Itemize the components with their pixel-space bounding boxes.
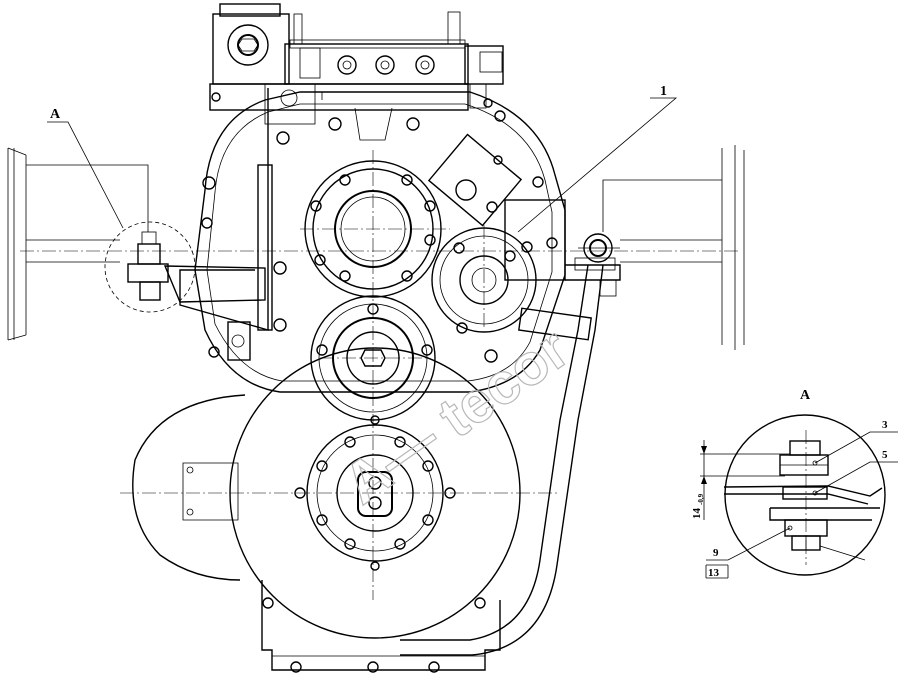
label-view-a-title: A <box>800 388 811 403</box>
label-part-3: 3 <box>882 419 888 431</box>
mounting-bracket <box>179 88 420 332</box>
flywheel-housing <box>132 347 521 639</box>
dimension-label: 14 -0,9 <box>691 493 705 519</box>
bottom-base <box>261 580 501 673</box>
lower-shaft-flange <box>227 295 436 421</box>
oil-tube <box>400 233 620 656</box>
control-valve-block <box>209 3 504 125</box>
watermark: A— tecor <box>332 316 580 517</box>
leader-lines <box>47 97 678 233</box>
dimension-value: 14 <box>691 508 703 520</box>
right-mount <box>565 264 621 297</box>
right-frame-rail <box>602 145 745 350</box>
label-view-a-marker: A <box>50 107 61 122</box>
detail-view-a <box>700 414 898 579</box>
secondary-gear <box>427 133 566 363</box>
label-part-13: 13 <box>708 567 720 579</box>
label-part-9: 9 <box>713 547 719 559</box>
label-part-1: 1 <box>660 84 667 99</box>
dimension-tolerance: -0,9 <box>697 493 705 505</box>
label-part-5: 5 <box>882 449 888 461</box>
left-frame-rail <box>7 147 149 341</box>
left-mount-detail <box>104 221 266 313</box>
gearbox-housing <box>194 91 566 393</box>
center-lines <box>20 150 740 600</box>
upper-shaft-flange <box>304 160 442 298</box>
